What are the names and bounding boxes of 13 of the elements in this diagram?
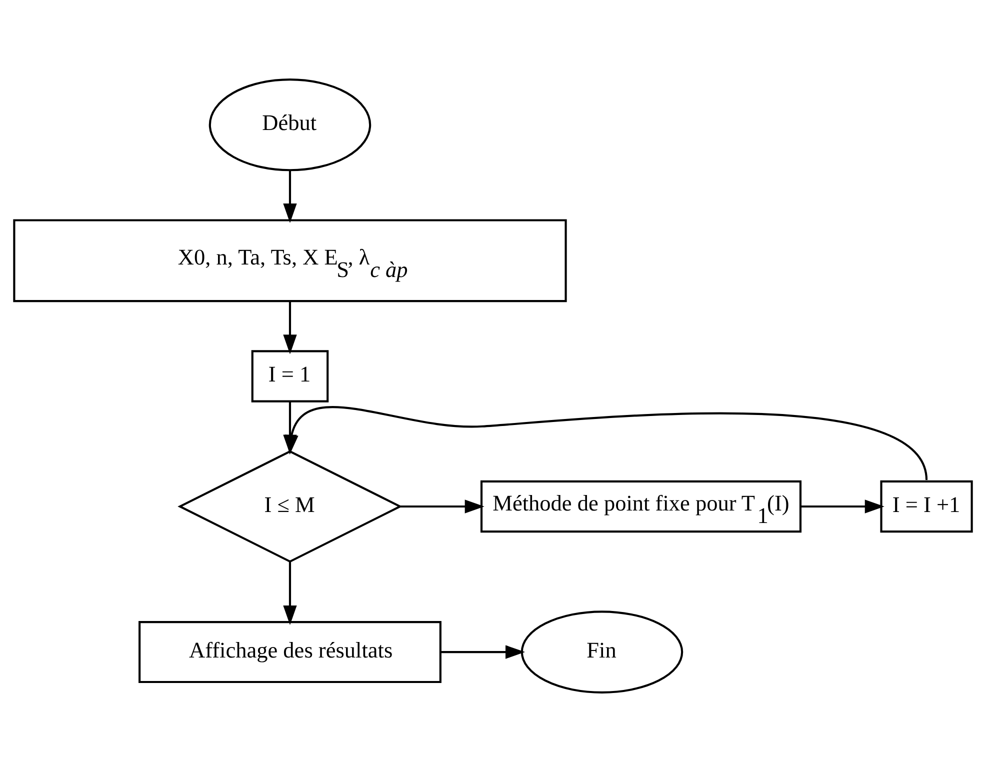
node-box: I = I +1 (880, 480, 973, 532)
arrow (400, 499, 484, 513)
arrow (800, 499, 884, 513)
arrow (284, 406, 928, 480)
arrow (283, 561, 297, 624)
node-box: I = 1 (251, 350, 329, 402)
arrow (283, 170, 297, 223)
arrow (440, 644, 526, 658)
node-ellipse: Fin (520, 610, 684, 693)
node-ellipse: Début (208, 78, 372, 171)
node-diamond: I ≤ M (178, 450, 402, 562)
arrow (283, 301, 297, 354)
node-box: Affichage des résultats (138, 620, 442, 683)
